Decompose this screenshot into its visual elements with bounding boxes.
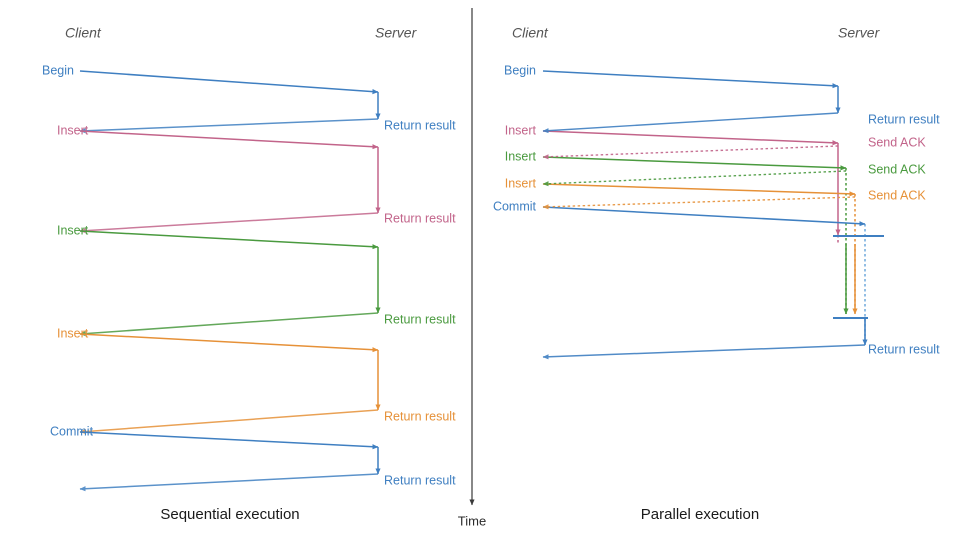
sequential-begin-response-arrow bbox=[79, 118, 379, 134]
parallel-caption: Parallel execution bbox=[641, 506, 759, 523]
sequential-server-role-label: Server bbox=[375, 25, 418, 41]
parallel-ack-1-arrow bbox=[542, 145, 839, 160]
parallel-insert-2-request-label: Insert bbox=[505, 149, 537, 163]
parallel-insert-3-request-arrow bbox=[542, 183, 856, 197]
parallel-insert-3-request-label: Insert bbox=[505, 176, 537, 190]
parallel-commit-request-arrow bbox=[542, 206, 866, 227]
parallel-begin-request-label: Begin bbox=[504, 63, 536, 77]
sequential-insert-2-response-label: Return result bbox=[384, 312, 456, 326]
parallel-ack-3-label: Send ACK bbox=[868, 188, 926, 202]
parallel-ack-2-label: Send ACK bbox=[868, 162, 926, 176]
parallel-begin-request-arrow bbox=[542, 70, 839, 89]
sequential-insert-2-response-arrow bbox=[79, 312, 379, 337]
sequential-commit-request-arrow bbox=[79, 431, 379, 450]
parallel-insert-1-request-arrow bbox=[542, 130, 839, 146]
parallel-ack-3-arrow bbox=[542, 196, 856, 210]
sequential-insert-1-response-label: Return result bbox=[384, 211, 456, 225]
parallel-client-role-label: Client bbox=[512, 25, 549, 41]
sequential-insert-1-response-arrow bbox=[79, 212, 379, 234]
parallel-ack-1-label: Send ACK bbox=[868, 135, 926, 149]
sequential-insert-3-request-arrow bbox=[79, 333, 379, 353]
sequential-insert-3-response-arrow bbox=[79, 409, 379, 435]
parallel-commit-request-label: Commit bbox=[493, 199, 537, 213]
sequential-commit-response-label: Return result bbox=[384, 473, 456, 487]
sequential-begin-request-arrow bbox=[79, 70, 379, 95]
sequential-insert-3-response-label: Return result bbox=[384, 409, 456, 423]
parallel-insert-1-request-label: Insert bbox=[505, 123, 537, 137]
parallel-begin-return-arrow bbox=[542, 112, 839, 134]
parallel-insert-2-request-arrow bbox=[542, 156, 847, 171]
sequential-client-role-label: Client bbox=[65, 25, 102, 41]
sequential-insert-1-request-label: Insert bbox=[57, 123, 89, 137]
parallel-ack-2-arrow bbox=[542, 170, 847, 187]
sequential-insert-3-request-label: Insert bbox=[57, 326, 89, 340]
parallel-server-role-label: Server bbox=[838, 25, 881, 41]
sequential-insert-2-request-label: Insert bbox=[57, 223, 89, 237]
sequential-begin-request-label: Begin bbox=[42, 63, 74, 77]
sequential-insert-2-request-arrow bbox=[79, 230, 379, 250]
sequential-caption: Sequential execution bbox=[160, 506, 299, 523]
sequential-insert-1-request-arrow bbox=[79, 130, 379, 150]
parallel-final-return-label: Return result bbox=[868, 342, 940, 356]
parallel-begin-return-label: Return result bbox=[868, 112, 940, 126]
sequential-begin-response-label: Return result bbox=[384, 118, 456, 132]
time-axis-label: Time bbox=[458, 513, 486, 528]
parallel-final-return-arrow bbox=[542, 344, 866, 360]
sequential-commit-response-arrow bbox=[79, 473, 379, 492]
sequential-commit-request-label: Commit bbox=[50, 424, 94, 438]
